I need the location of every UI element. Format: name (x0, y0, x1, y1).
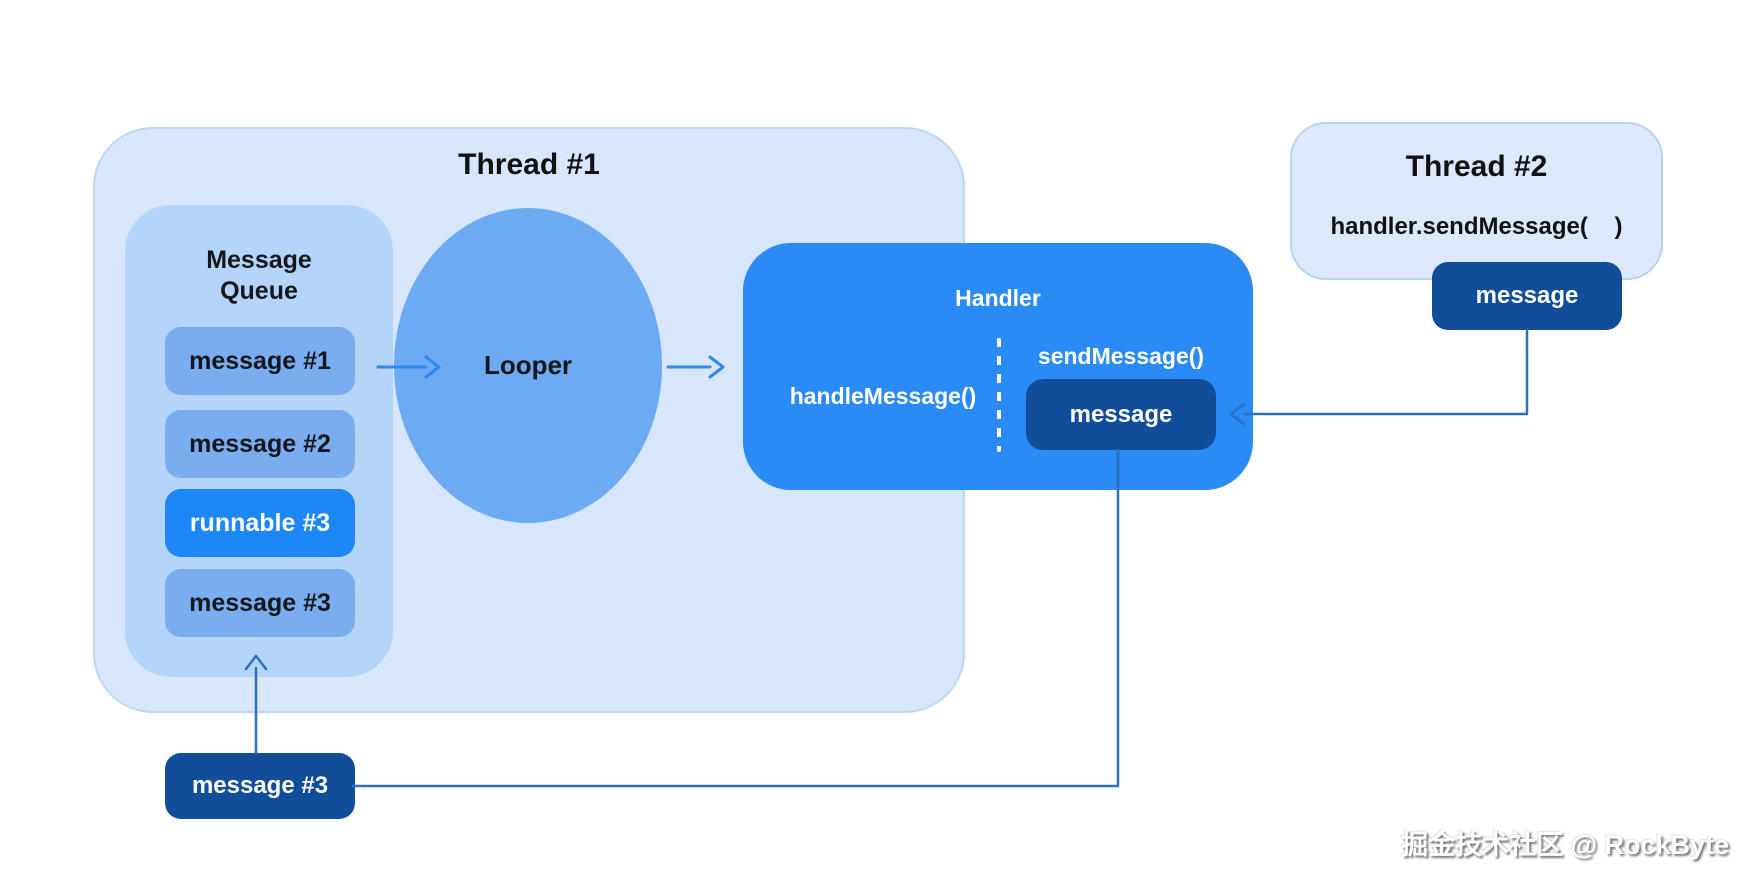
thread2-message-box: message (1432, 262, 1622, 330)
watermark: 掘金技术社区 @ RockByte (1401, 830, 1729, 860)
queue-item-message-1: message #1 (165, 327, 355, 395)
thread2-box (1290, 122, 1663, 280)
queue-item-message-2: message #2 (165, 410, 355, 478)
message-queue-title: Message Queue (206, 246, 312, 305)
thread1-title: Thread #1 (458, 148, 600, 181)
queue-item-runnable-3: runnable #3 (165, 489, 355, 557)
handler-message-box: message (1026, 379, 1216, 450)
pending-message-box: message #3 (165, 753, 355, 819)
arrow-thread2-to-handler (1229, 328, 1529, 426)
queue-item-message-3: message #3 (165, 569, 355, 637)
thread2-send-message-code: handler.sendMessage( ) (1330, 213, 1623, 240)
handler-title: Handler (955, 285, 1041, 311)
looper-ellipse: Looper (394, 208, 662, 523)
handler-dotted-divider (997, 338, 1001, 452)
send-message-label: sendMessage() (1037, 343, 1205, 369)
thread2-title: Thread #2 (1405, 150, 1548, 183)
handle-message-label: handleMessage() (789, 383, 977, 409)
